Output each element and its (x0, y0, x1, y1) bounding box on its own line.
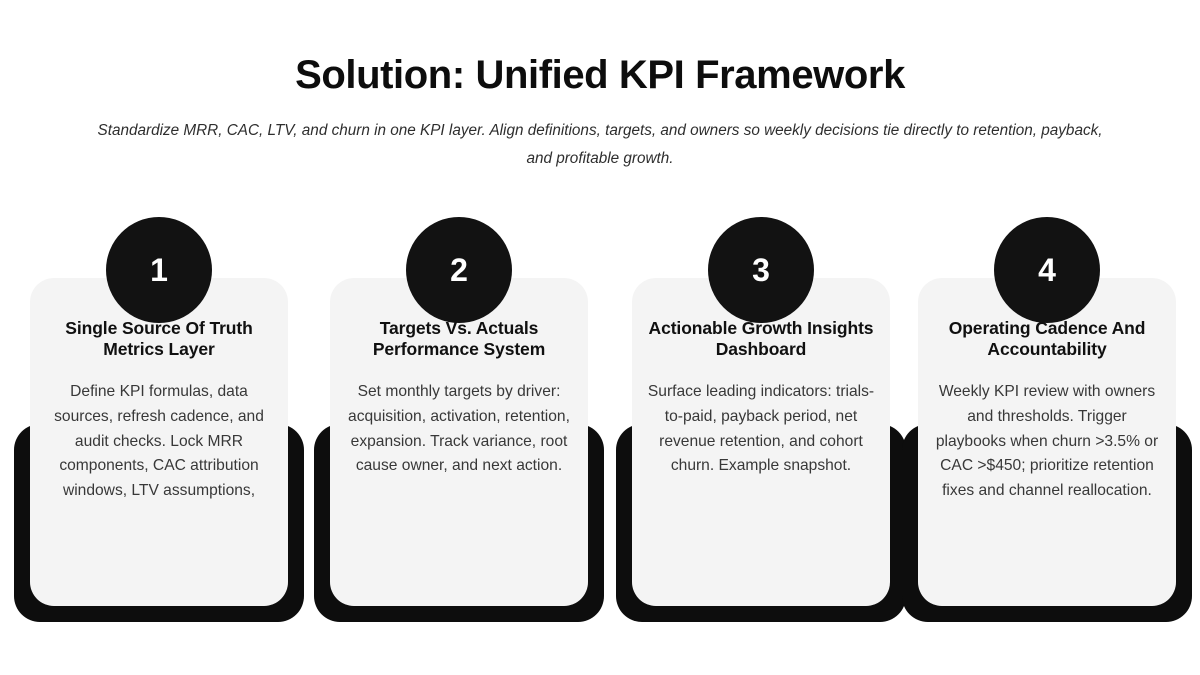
step-number-badge: 3 (708, 217, 814, 323)
page-title: Solution: Unified KPI Framework (295, 53, 905, 97)
card-title: Operating Cadence And Accountability (948, 318, 1146, 359)
step-number-label: 3 (752, 252, 770, 288)
slide-subtitle: Standardize MRR, CAC, LTV, and churn in … (97, 122, 1103, 167)
step-cards-row: Single Source Of Truth Metrics Layer Def… (0, 217, 1200, 637)
step-card-3[interactable]: Actionable Growth Insights Dashboard Sur… (616, 217, 906, 637)
step-number-label: 1 (150, 252, 168, 288)
step-number-badge: 2 (406, 217, 512, 323)
step-card-2[interactable]: Targets Vs. Actuals Performance System S… (314, 217, 604, 637)
card-body-text: Surface leading indicators: trials-to-pa… (647, 383, 875, 475)
card-body-text: Define KPI formulas, data sources, refre… (54, 383, 264, 500)
step-card-1[interactable]: Single Source Of Truth Metrics Layer Def… (14, 217, 304, 637)
step-number-label: 2 (450, 252, 468, 288)
card-title: Single Source Of Truth Metrics Layer (65, 318, 253, 359)
card-title: Actionable Growth Insights Dashboard (648, 318, 874, 359)
card-body-text: Weekly KPI review with owners and thresh… (935, 383, 1159, 500)
card-surface: Targets Vs. Actuals Performance System S… (330, 278, 588, 606)
card-surface: Operating Cadence And Accountability Wee… (918, 278, 1176, 606)
step-card-4[interactable]: Operating Cadence And Accountability Wee… (902, 217, 1192, 637)
step-number-badge: 1 (106, 217, 212, 323)
slide-header: Solution: Unified KPI Framework Standard… (0, 0, 1200, 173)
step-number-badge: 4 (994, 217, 1100, 323)
step-number-label: 4 (1038, 252, 1056, 288)
card-title: Targets Vs. Actuals Performance System (372, 318, 546, 359)
card-body-text: Set monthly targets by driver: acquisiti… (348, 383, 570, 475)
card-surface: Single Source Of Truth Metrics Layer Def… (30, 278, 288, 606)
card-surface: Actionable Growth Insights Dashboard Sur… (632, 278, 890, 606)
